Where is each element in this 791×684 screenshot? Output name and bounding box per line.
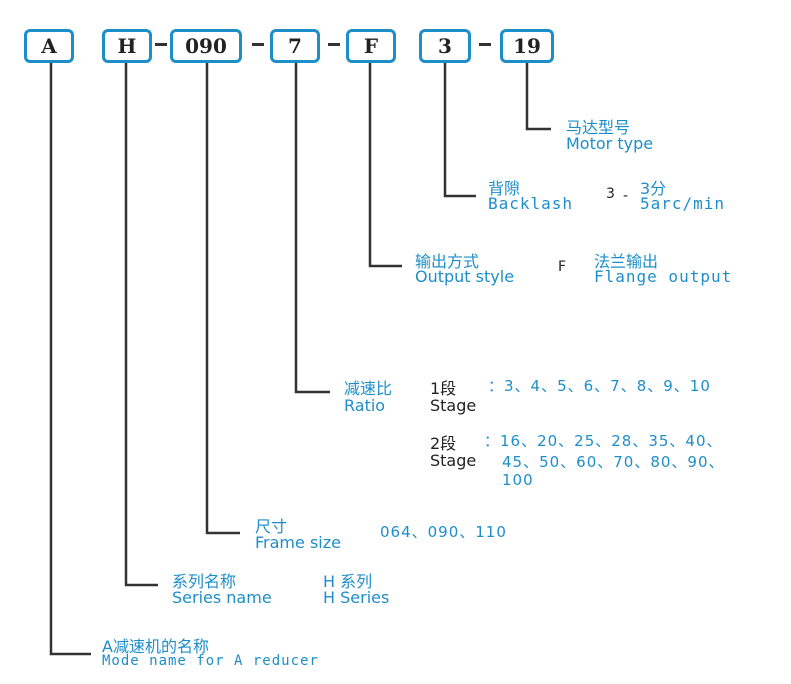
leader-ratio — [294, 63, 330, 394]
output-code: F — [558, 259, 567, 275]
code-box-a: A — [24, 29, 74, 63]
ratio-stage2-zh: 2段 — [430, 434, 457, 453]
leader-model — [49, 63, 91, 656]
ratio-stage1-values: ：3、4、5、6、7、8、9、10 — [488, 377, 711, 395]
motor-type-en: Motor type — [566, 134, 654, 153]
backlash-sep: - — [623, 188, 629, 204]
dash-2 — [252, 43, 264, 46]
frame-size-zh: 尺寸 — [255, 517, 288, 536]
backlash-value-en: 5arc/min — [640, 194, 726, 213]
code-box-backlash-label: 3 — [438, 34, 452, 58]
series-value-zh: H 系列 — [323, 572, 373, 591]
ratio-zh: 减速比 — [344, 379, 393, 398]
output-style-en: Output style — [415, 267, 515, 286]
dash-3 — [328, 43, 340, 46]
code-box-frame: 090 — [170, 29, 242, 63]
ratio-stage1-zh: 1段 — [430, 379, 457, 398]
output-value-en: Flange output — [594, 267, 733, 286]
leader-backlash — [443, 63, 476, 198]
ratio-stage2-values-line2: 45、50、60、70、80、90、 — [502, 453, 725, 471]
output-style-zh: 输出方式 — [415, 252, 480, 271]
ratio-stage2-values-line1: ：16、20、25、28、35、40、 — [484, 432, 723, 450]
ratio-stage2-values-line3: 100 — [502, 471, 534, 489]
code-box-ratio: 7 — [270, 29, 320, 63]
dash-1 — [155, 43, 167, 46]
leader-motor — [525, 63, 551, 131]
dash-4 — [479, 43, 491, 46]
motor-type-zh: 马达型号 — [566, 118, 631, 137]
code-box-ratio-label: 7 — [288, 34, 302, 58]
leader-frame — [205, 63, 240, 535]
ratio-en: Ratio — [344, 396, 386, 415]
code-box-h-label: H — [117, 34, 137, 58]
backlash-zh: 背隙 — [488, 179, 521, 198]
backlash-value-zh: 3分 — [640, 179, 667, 198]
ratio-stage1-en: Stage — [430, 396, 477, 415]
frame-size-values: 064、090、110 — [380, 523, 507, 541]
code-box-backlash: 3 — [419, 29, 471, 63]
model-name-zh: A减速机的名称 — [102, 637, 209, 656]
ratio-stage2-en: Stage — [430, 451, 477, 470]
code-box-frame-label: 090 — [185, 34, 227, 58]
code-box-h: H — [102, 29, 152, 63]
code-box-a-label: A — [41, 34, 57, 58]
leader-output — [368, 63, 402, 268]
series-value-en: H Series — [323, 588, 390, 607]
model-name-en: Mode name for A reducer — [102, 653, 319, 669]
leader-series — [124, 63, 158, 587]
series-zh: 系列名称 — [172, 572, 237, 591]
series-en: Series name — [172, 588, 272, 607]
frame-size-en: Frame size — [255, 533, 341, 552]
backlash-en: Backlash — [488, 194, 574, 213]
backlash-code: 3 — [606, 186, 615, 202]
code-box-output: F — [346, 29, 396, 63]
output-value-zh: 法兰输出 — [594, 252, 659, 271]
code-box-output-label: F — [363, 34, 379, 58]
code-box-motor: 19 — [500, 29, 554, 63]
code-box-motor-label: 19 — [513, 34, 541, 58]
